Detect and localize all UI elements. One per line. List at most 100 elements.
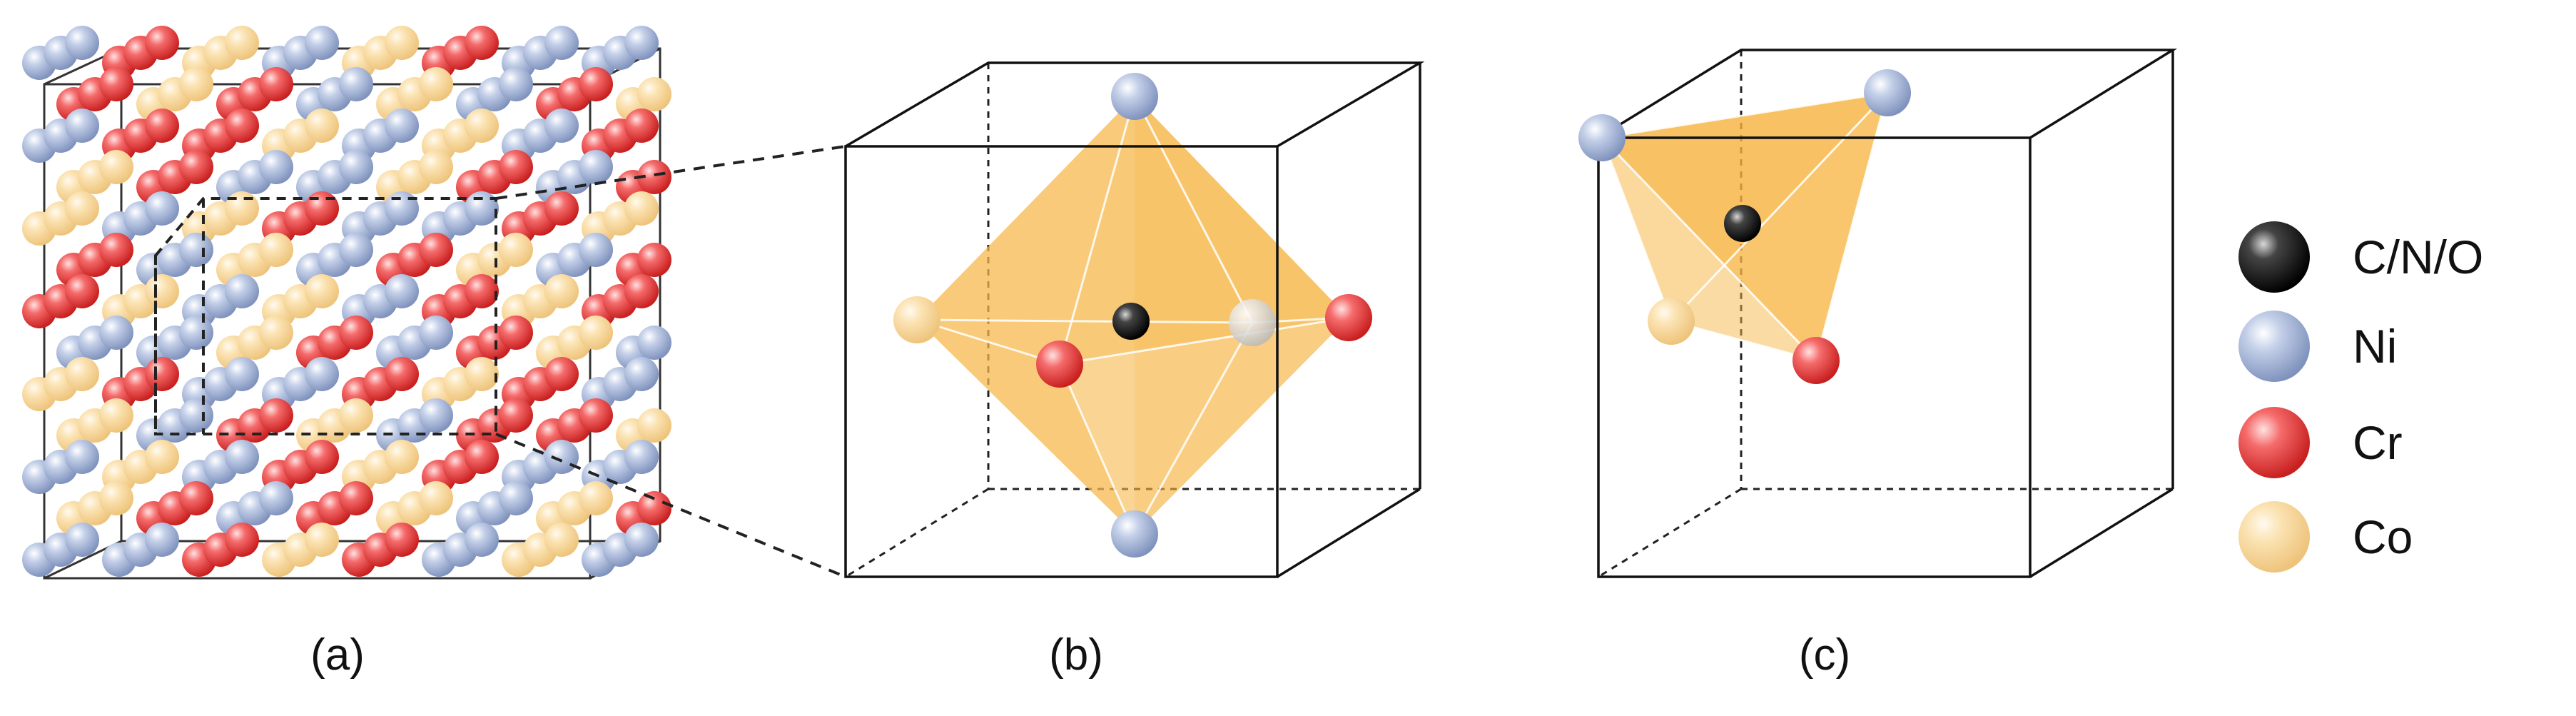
lattice-atom-cr	[465, 274, 499, 308]
panel-c-tetrahedral	[1578, 49, 2178, 578]
lattice-atom-co	[305, 523, 339, 557]
lattice-atom-cr	[637, 160, 671, 194]
lattice-atom-co	[579, 481, 613, 515]
lattice-atom-co	[259, 233, 293, 267]
cube-b-front	[844, 61, 1425, 578]
lattice-atom-ni	[65, 26, 99, 60]
zoom-connectors	[495, 145, 846, 578]
lattice-atom-ni	[544, 109, 579, 143]
lattice-atom-cr	[579, 67, 613, 101]
lattice-atom-cr	[145, 357, 179, 391]
lattice-atom-ni	[579, 150, 613, 184]
lattice-atom-ni	[99, 316, 133, 350]
lattice-atom-ni	[465, 523, 499, 557]
lattice-atom-cr	[65, 274, 99, 308]
atom-ni-bottom-b	[1111, 510, 1158, 558]
atom-cr-front-b	[1036, 341, 1083, 388]
lattice-atom-ni	[419, 398, 453, 433]
lattice-atom-cr	[637, 243, 671, 277]
legend-item-co: Co	[2238, 501, 2413, 573]
lattice-atom-ni	[225, 357, 259, 391]
panel-a-supercell	[22, 26, 671, 580]
lattice-atom-ni	[579, 233, 613, 267]
lattice-atom-cr	[225, 109, 259, 143]
lattice-atom-co	[225, 191, 259, 226]
lattice-atom-cr	[145, 109, 179, 143]
atom-co-c	[1648, 298, 1695, 345]
lattice-atom-cr	[385, 357, 419, 391]
lattice-atom-co	[419, 150, 453, 184]
lattice-atom-co	[624, 191, 659, 226]
lattice-atom-cr	[99, 233, 133, 267]
lattice-atom-ni	[385, 109, 419, 143]
lattice-atom-ni	[225, 274, 259, 308]
lattice-atom-ni	[624, 440, 659, 474]
lattice-atom-cr	[339, 481, 373, 515]
lattice-atom-ni	[179, 233, 213, 267]
lattice-atom-co	[179, 67, 213, 101]
selection-box	[154, 197, 497, 435]
legend: C/N/O Ni Cr Co	[2238, 221, 2483, 573]
lattice-atom-ni	[259, 150, 293, 184]
atom-ni-top-b	[1111, 73, 1158, 120]
legend-label-co: Co	[2353, 510, 2413, 563]
lattice-atom-co	[637, 77, 671, 111]
lattice-atom-co	[305, 109, 339, 143]
lattice-atom-co	[225, 26, 259, 60]
lattice-atom-co	[465, 357, 499, 391]
legend-label-cr: Cr	[2353, 416, 2403, 469]
lattice-atom-ni	[637, 326, 671, 360]
lattice-atom-cr	[385, 523, 419, 557]
lattice-atom-ni	[419, 316, 453, 350]
lattice-atom-ni	[145, 191, 179, 226]
lattice-atom-co	[99, 398, 133, 433]
lattice-atom-cr	[624, 274, 659, 308]
lattice-atom-ni	[544, 26, 579, 60]
lattice-atom-ni	[339, 67, 373, 101]
panel-b-octahedral	[844, 61, 1425, 578]
lattice-atom-co	[544, 523, 579, 557]
lattice-atom-cr	[179, 481, 213, 515]
legend-swatch-co	[2238, 501, 2310, 573]
lattice-atom-ni	[65, 523, 99, 557]
lattice-atom-ni	[145, 523, 179, 557]
lattice-atom-ni	[65, 109, 99, 143]
lattice-atom-ni	[305, 26, 339, 60]
lattice-atom-co	[339, 398, 373, 433]
legend-label-cno: C/N/O	[2353, 231, 2483, 283]
lattice-atom-cr	[305, 191, 339, 226]
lattice-atom-cr	[305, 440, 339, 474]
lattice-atom-cr	[259, 398, 293, 433]
legend-item-cr: Cr	[2238, 407, 2403, 478]
legend-swatch-ni	[2238, 311, 2310, 382]
lattice-atom-cr	[499, 316, 533, 350]
lattice-atom-cr	[624, 109, 659, 143]
atom-ni-top-c	[1864, 69, 1911, 116]
atom-cno-center-c	[1724, 205, 1761, 242]
panel-label-c: (c)	[1799, 630, 1850, 680]
lattice-atom-cr	[579, 398, 613, 433]
lattice-atom-cr	[225, 523, 259, 557]
lattice-atom-co	[465, 109, 499, 143]
lattice-atom-co	[385, 440, 419, 474]
lattice-atom-cr	[465, 440, 499, 474]
lattice-atom-co	[305, 274, 339, 308]
lattice-atom-co	[145, 440, 179, 474]
lattice-atom-cr	[419, 233, 453, 267]
atom-ni-corner-c	[1578, 114, 1626, 161]
lattice-atom-co	[579, 316, 613, 350]
lattice-atoms	[22, 26, 671, 577]
lattice-atom-co	[65, 191, 99, 226]
lattice-atom-cr	[99, 67, 133, 101]
lattice-atom-co	[419, 67, 453, 101]
atom-co-left-b	[893, 296, 940, 343]
legend-item-cno: C/N/O	[2238, 221, 2483, 293]
legend-item-ni: Ni	[2238, 311, 2397, 382]
lattice-atom-cr	[499, 150, 533, 184]
lattice-atom-cr	[544, 357, 579, 391]
lattice-atom-co	[65, 357, 99, 391]
lattice-atom-cr	[499, 398, 533, 433]
legend-label-ni: Ni	[2353, 320, 2397, 373]
cube-c-front	[1597, 49, 2178, 578]
